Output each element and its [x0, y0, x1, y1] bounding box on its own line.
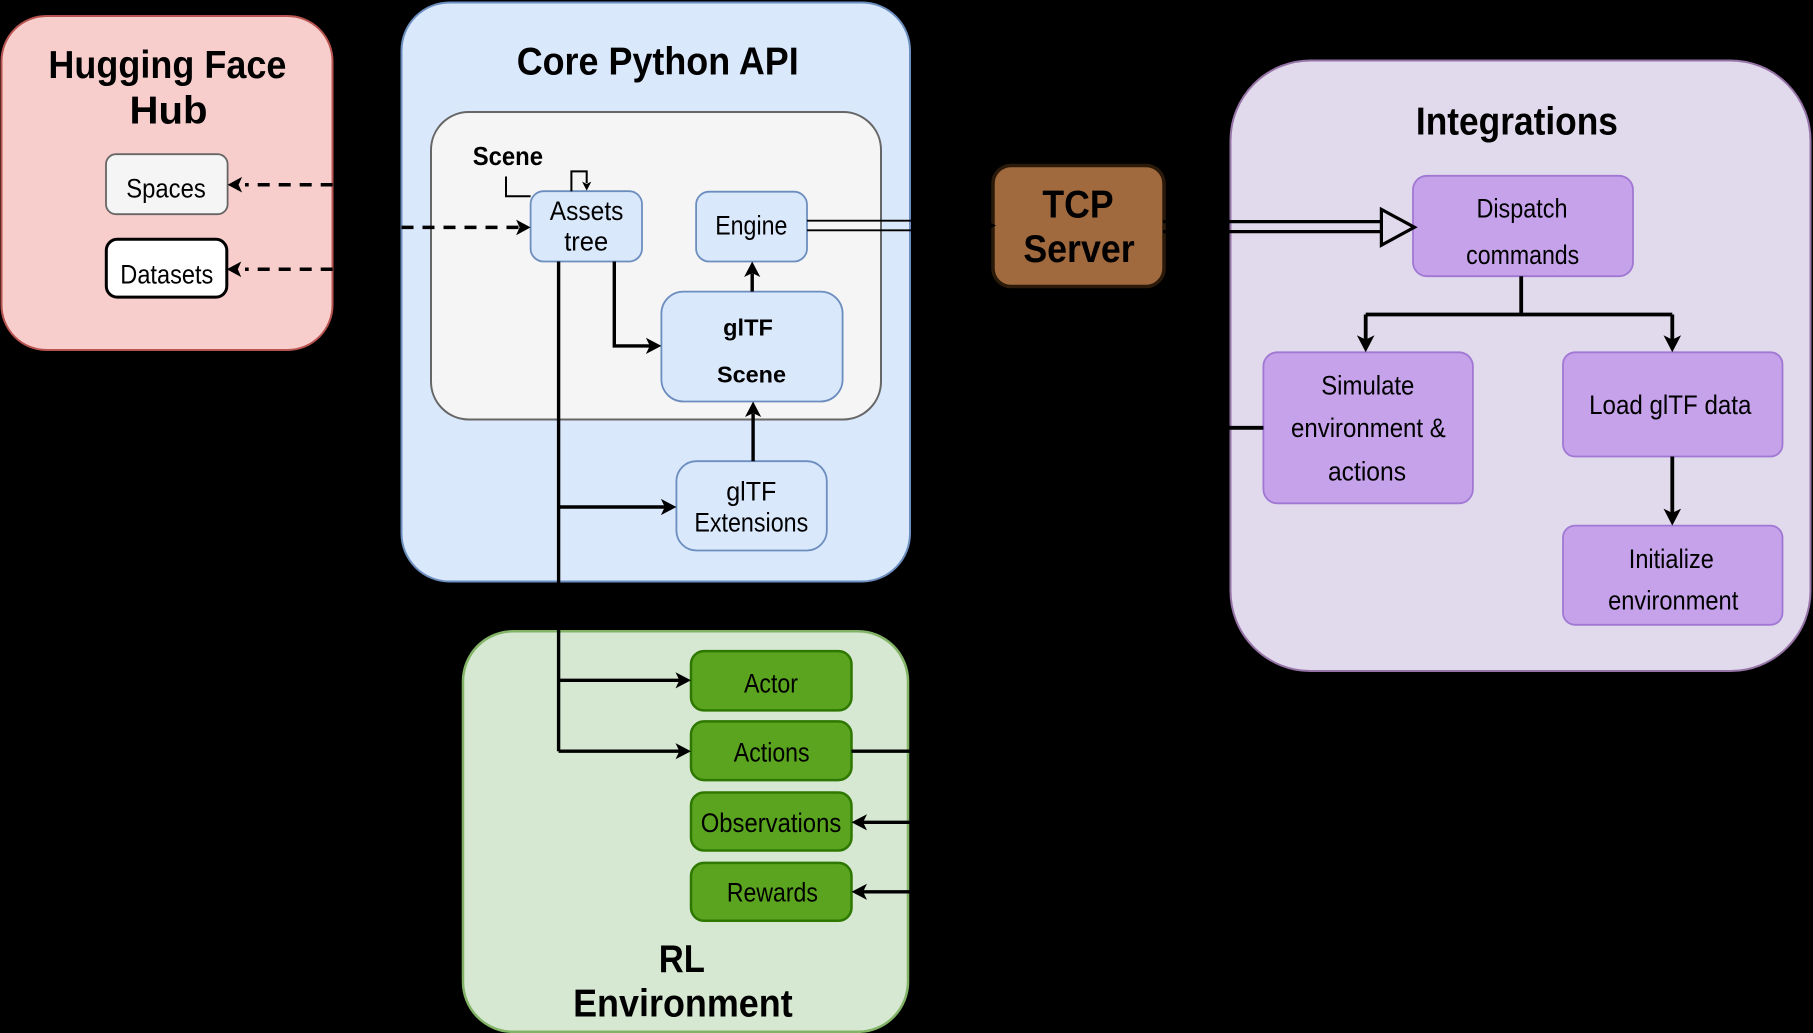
- svg-text:Simulate: Simulate: [1321, 371, 1414, 401]
- svg-text:Dispatch: Dispatch: [1476, 194, 1567, 224]
- svg-text:Integrations: Integrations: [1416, 101, 1618, 144]
- svg-text:RL: RL: [659, 938, 705, 981]
- svg-text:Rewards: Rewards: [727, 878, 818, 908]
- svg-text:actions: actions: [1328, 457, 1406, 487]
- svg-text:Hugging Face: Hugging Face: [48, 44, 286, 87]
- svg-text:Server: Server: [1023, 228, 1134, 271]
- svg-text:Load glTF data: Load glTF data: [1589, 390, 1752, 420]
- svg-text:environment &: environment &: [1291, 413, 1446, 443]
- svg-text:Spaces: Spaces: [126, 173, 206, 203]
- svg-text:Core Python API: Core Python API: [517, 41, 799, 84]
- svg-text:glTF: glTF: [723, 314, 773, 340]
- svg-text:Environment: Environment: [573, 983, 793, 1026]
- svg-text:Scene: Scene: [717, 362, 786, 388]
- svg-text:Actions: Actions: [734, 737, 810, 767]
- svg-text:TCP: TCP: [1042, 183, 1113, 226]
- svg-text:environment: environment: [1608, 586, 1739, 616]
- svg-text:Extensions: Extensions: [694, 508, 808, 538]
- svg-text:Initialize: Initialize: [1629, 544, 1714, 574]
- svg-text:Datasets: Datasets: [120, 260, 213, 290]
- svg-text:Assets: Assets: [550, 196, 624, 226]
- svg-text:glTF: glTF: [726, 477, 776, 507]
- svg-text:commands: commands: [1466, 240, 1579, 270]
- svg-text:Scene: Scene: [473, 141, 543, 171]
- svg-text:Observations: Observations: [701, 808, 842, 838]
- svg-text:tree: tree: [564, 227, 608, 257]
- svg-text:Actor: Actor: [744, 669, 798, 699]
- svg-text:Hub: Hub: [130, 89, 208, 132]
- svg-text:Engine: Engine: [715, 211, 787, 241]
